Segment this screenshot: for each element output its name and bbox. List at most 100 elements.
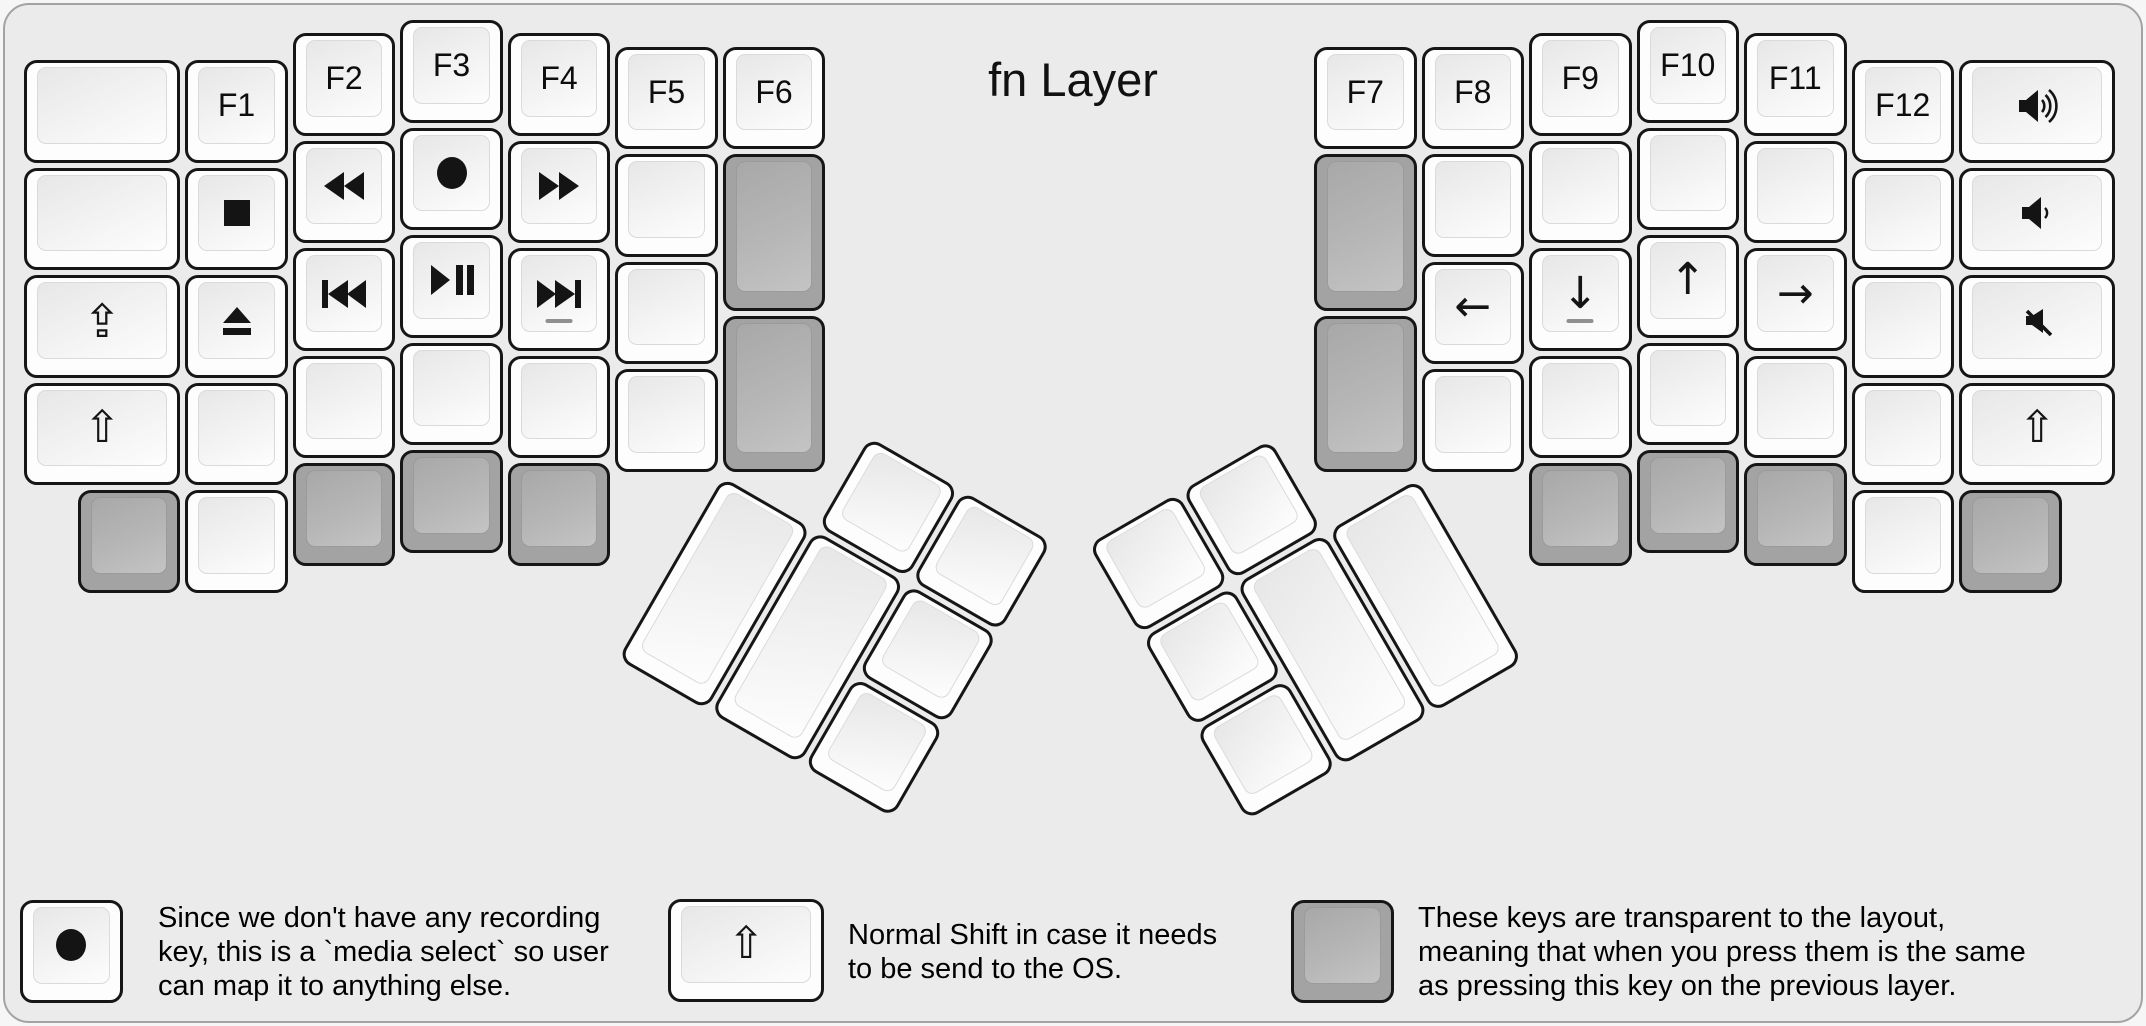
eject-key[interactable] — [185, 275, 288, 378]
record-key[interactable] — [20, 900, 123, 1003]
blank-key[interactable] — [1421, 369, 1524, 472]
f6-key[interactable]: F6 — [722, 46, 826, 150]
keytop — [1649, 134, 1726, 211]
transparent-key[interactable] — [722, 154, 826, 311]
blank-key[interactable] — [400, 342, 503, 445]
f2-key[interactable]: F2 — [292, 33, 396, 136]
keytop: ← — [1434, 268, 1511, 346]
shift-icon: ⇧ — [727, 918, 765, 970]
stop-icon — [222, 198, 252, 228]
keytop — [413, 242, 490, 319]
keytop — [735, 161, 813, 292]
fast-forward-key[interactable] — [507, 140, 611, 244]
keytop — [1304, 907, 1381, 984]
blank-key[interactable] — [1744, 355, 1847, 459]
arrow-down-key[interactable]: ↓ — [1529, 248, 1632, 351]
keytop — [520, 255, 598, 332]
play-pause-key[interactable] — [400, 235, 503, 338]
keytop — [305, 255, 383, 332]
blank-key[interactable] — [507, 355, 611, 459]
legend-text-line: Since we don't have any recording — [158, 902, 601, 934]
blank-key[interactable] — [615, 261, 718, 365]
keytop — [1210, 692, 1316, 798]
keytop — [1542, 147, 1619, 225]
transparent-key[interactable] — [722, 315, 826, 472]
transparent-key[interactable] — [507, 463, 611, 566]
f10-key-label: F10 — [1660, 46, 1716, 83]
keytop — [1864, 389, 1941, 467]
keytop: F3 — [413, 27, 490, 104]
f10-key[interactable]: F10 — [1636, 20, 1739, 123]
f1-key[interactable]: F1 — [185, 60, 288, 163]
page-title: fn Layer — [988, 53, 1158, 106]
arrow-left-key[interactable]: ← — [1421, 261, 1524, 365]
prev-track-key[interactable] — [292, 248, 396, 351]
keytop — [1757, 362, 1834, 440]
next-track-key[interactable] — [507, 248, 611, 351]
blank-key[interactable] — [1851, 167, 1954, 271]
record-key[interactable] — [400, 127, 503, 230]
f8-key[interactable]: F8 — [1421, 46, 1524, 150]
transparent-key[interactable] — [1636, 450, 1739, 553]
keytop: F1 — [198, 67, 275, 144]
transparent-key[interactable] — [1744, 463, 1847, 566]
transparent-key[interactable] — [400, 450, 503, 553]
f1-key-label: F1 — [217, 87, 256, 124]
f12-key[interactable]: F12 — [1851, 60, 1954, 163]
keytop — [1864, 174, 1941, 252]
blank-key[interactable] — [1529, 140, 1632, 244]
keytop — [305, 147, 383, 225]
keytop — [198, 497, 275, 574]
rewind-key[interactable] — [292, 140, 396, 244]
volume-up-key[interactable] — [1959, 60, 2116, 163]
transparent-key[interactable] — [1314, 154, 1417, 311]
shift-key[interactable]: ⇧ — [1959, 382, 2116, 486]
arrow-up-key[interactable]: ↑ — [1636, 235, 1739, 338]
transparent-key[interactable] — [1529, 463, 1632, 566]
f4-key[interactable]: F4 — [507, 33, 611, 136]
shift-key[interactable]: ⇧ — [668, 899, 825, 1002]
blank-key[interactable] — [185, 382, 288, 486]
keytop — [520, 362, 598, 440]
blank-key[interactable] — [1851, 275, 1954, 378]
arrow-left-icon: ← — [1454, 281, 1492, 333]
mute-key[interactable] — [1959, 275, 2116, 378]
f8-key-label: F8 — [1454, 73, 1492, 110]
transparent-key[interactable] — [1291, 900, 1394, 1003]
f7-key-label: F7 — [1346, 73, 1384, 110]
blank-key[interactable] — [615, 154, 718, 257]
shift-key[interactable]: ⇧ — [24, 382, 181, 486]
blank-key[interactable] — [24, 167, 181, 271]
transparent-key[interactable] — [1959, 490, 2062, 593]
blank-key[interactable] — [1529, 355, 1632, 459]
keytop — [1972, 282, 2103, 359]
blank-key[interactable] — [1636, 127, 1739, 230]
caps-lock-key[interactable]: ⇪ — [24, 275, 181, 378]
transparent-key[interactable] — [292, 463, 396, 566]
keytop: F5 — [628, 53, 705, 131]
blank-key[interactable] — [1744, 140, 1847, 244]
f11-key[interactable]: F11 — [1744, 33, 1847, 136]
transparent-key[interactable] — [1314, 315, 1417, 472]
f9-key[interactable]: F9 — [1529, 33, 1632, 136]
blank-key[interactable] — [1851, 490, 1954, 593]
f5-key[interactable]: F5 — [615, 46, 718, 150]
f7-key[interactable]: F7 — [1314, 46, 1417, 150]
legend-text-line: These keys are transparent to the layout… — [1418, 902, 1946, 934]
blank-key[interactable] — [1421, 154, 1524, 257]
blank-key[interactable] — [615, 369, 718, 472]
blank-key[interactable] — [24, 60, 181, 163]
blank-key[interactable] — [1851, 382, 1954, 486]
blank-key[interactable] — [292, 355, 396, 459]
stop-key[interactable] — [185, 167, 288, 271]
blank-key[interactable] — [185, 490, 288, 593]
keytop: F12 — [1864, 67, 1941, 144]
transparent-key[interactable] — [77, 490, 181, 593]
blank-key[interactable] — [1636, 342, 1739, 445]
keytop — [1327, 322, 1404, 453]
arrow-right-key[interactable]: → — [1744, 248, 1847, 351]
f3-key[interactable]: F3 — [400, 20, 503, 123]
volume-down-key[interactable] — [1959, 167, 2116, 271]
